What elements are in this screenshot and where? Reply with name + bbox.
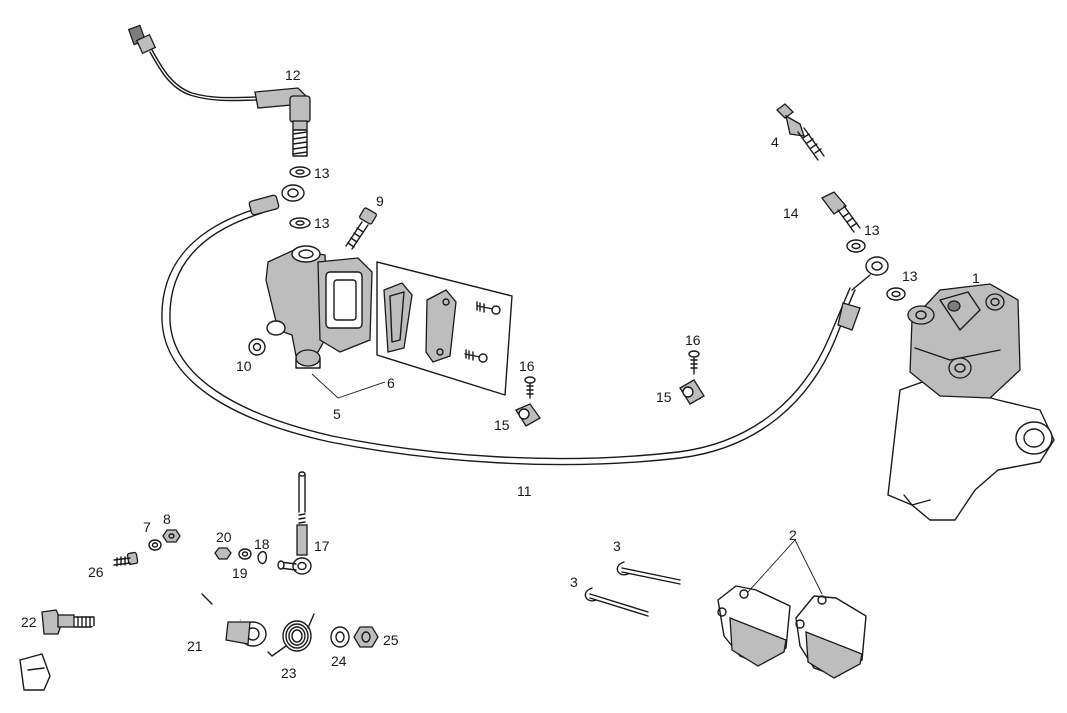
caliper-washer-b xyxy=(886,287,906,301)
callout-11: 11 xyxy=(517,483,532,499)
callout-26: 26 xyxy=(88,564,104,580)
reservoir-cap-kit xyxy=(376,261,513,396)
callout-13-a: 13 xyxy=(314,165,330,181)
copper-washer-lower xyxy=(289,217,311,229)
callout-5: 5 xyxy=(333,406,341,422)
pad-pins xyxy=(584,561,681,617)
callout-24: 24 xyxy=(331,653,347,669)
rear-brake-caliper xyxy=(887,283,1055,521)
pin-18 xyxy=(257,550,268,565)
pushrod xyxy=(277,471,312,575)
caliper-washer-a xyxy=(846,239,866,253)
leader-lines xyxy=(311,373,823,595)
brake-pedal xyxy=(19,571,267,691)
callout-7: 7 xyxy=(143,519,151,535)
brake-hose xyxy=(161,184,889,466)
callout-22: 22 xyxy=(21,614,37,630)
callout-18: 18 xyxy=(254,536,270,552)
callout-3-lower: 3 xyxy=(570,574,578,590)
callout-23: 23 xyxy=(281,665,297,681)
callout-labels: 1 2 3 3 4 5 6 7 8 9 10 11 12 13 13 13 13… xyxy=(21,67,980,681)
brake-pads xyxy=(717,585,867,679)
washer-24 xyxy=(330,626,350,648)
return-spring xyxy=(267,613,315,657)
callout-1: 1 xyxy=(972,270,980,286)
callout-6: 6 xyxy=(387,375,395,391)
washer-7 xyxy=(148,539,162,551)
hose-clamp-right xyxy=(679,350,705,405)
pedal-screw xyxy=(113,551,139,567)
bleed-valve xyxy=(776,103,825,161)
master-cylinder-screw xyxy=(345,207,377,250)
callout-9: 9 xyxy=(376,193,384,209)
callout-15-a: 15 xyxy=(494,417,510,433)
callout-3-upper: 3 xyxy=(613,538,621,554)
brake-light-switch xyxy=(127,24,311,157)
washer-19 xyxy=(238,548,252,560)
callout-25: 25 xyxy=(383,632,399,648)
rear-master-cylinder xyxy=(248,245,373,369)
callout-19: 19 xyxy=(232,565,248,581)
nut-20 xyxy=(214,547,232,560)
callout-2: 2 xyxy=(789,527,797,543)
callout-16-b: 16 xyxy=(685,332,701,348)
callout-10: 10 xyxy=(236,358,252,374)
callout-13-b: 13 xyxy=(314,215,330,231)
callout-8: 8 xyxy=(163,511,171,527)
callout-14: 14 xyxy=(783,205,799,221)
hose-clamp-left xyxy=(515,376,541,427)
callout-20: 20 xyxy=(216,529,232,545)
callout-4: 4 xyxy=(771,134,779,150)
callout-13-c: 13 xyxy=(864,222,880,238)
nut-8 xyxy=(162,529,181,543)
callout-13-d: 13 xyxy=(902,268,918,284)
callout-15-b: 15 xyxy=(656,389,672,405)
callout-17: 17 xyxy=(314,538,330,554)
callout-16-a: 16 xyxy=(519,358,535,374)
nut-25 xyxy=(353,626,379,648)
banjo-bolt xyxy=(821,191,861,233)
callout-12: 12 xyxy=(285,67,301,83)
callout-21: 21 xyxy=(187,638,203,654)
copper-washer-top xyxy=(289,166,311,178)
pedal-pivot-bolt xyxy=(41,609,95,635)
